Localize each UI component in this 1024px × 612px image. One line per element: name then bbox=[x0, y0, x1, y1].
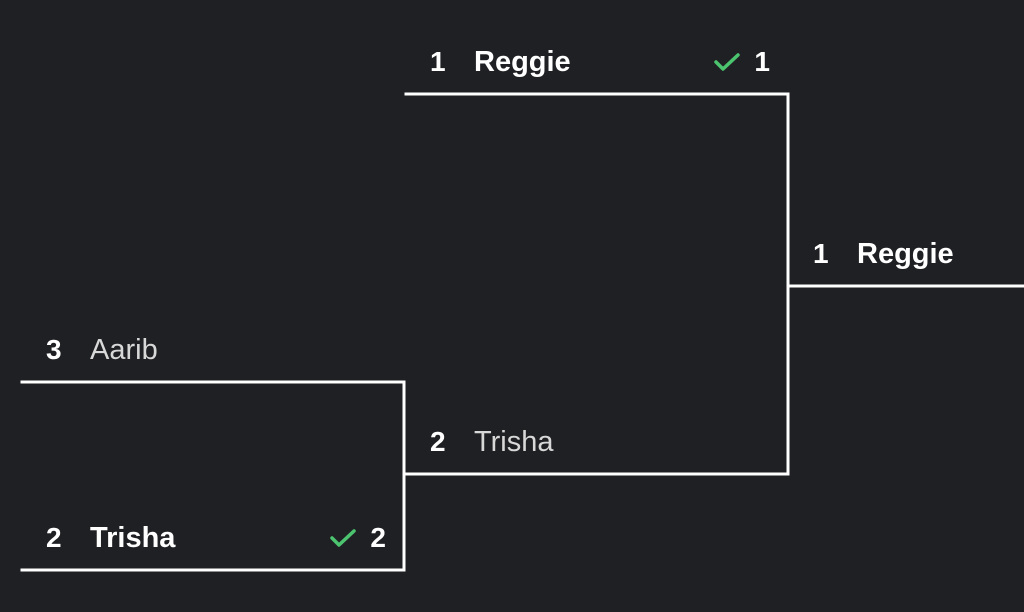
check-icon bbox=[330, 528, 357, 548]
entry-reggie-final[interactable]: 1 Reggie bbox=[813, 234, 1013, 274]
player-name: Reggie bbox=[474, 45, 571, 78]
entry-reggie-semifinal[interactable]: 1 Reggie 1 bbox=[430, 42, 770, 82]
match-result: 1 bbox=[714, 46, 770, 78]
match-result: 2 bbox=[330, 522, 386, 554]
player-name: Trisha bbox=[90, 521, 176, 554]
player-name: Aarib bbox=[90, 333, 158, 366]
seed-label: 1 bbox=[813, 238, 829, 269]
player-name: Reggie bbox=[857, 237, 954, 270]
player-name: Trisha bbox=[474, 425, 554, 458]
seed-label: 2 bbox=[46, 522, 62, 553]
seed-label: 3 bbox=[46, 334, 62, 365]
seed-label: 2 bbox=[430, 426, 446, 457]
entry-trisha-semifinal[interactable]: 2 Trisha bbox=[430, 422, 770, 462]
entry-trisha-quarterfinal[interactable]: 2 Trisha 2 bbox=[46, 518, 386, 558]
check-icon bbox=[714, 52, 741, 72]
score: 1 bbox=[754, 46, 770, 77]
entry-aarib-quarterfinal[interactable]: 3 Aarib bbox=[46, 330, 386, 370]
score: 2 bbox=[370, 522, 386, 553]
seed-label: 1 bbox=[430, 46, 446, 77]
